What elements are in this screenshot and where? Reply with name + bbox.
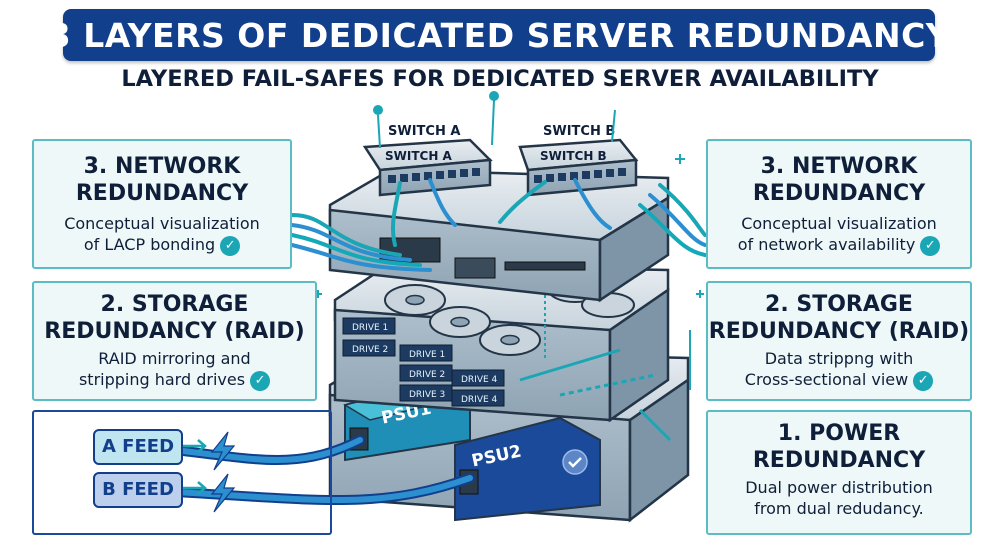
right-power-desc-2: from dual redudancy.	[754, 499, 924, 518]
drive-bay-label: DRIVE 2	[352, 345, 388, 355]
check-circle-icon: ✓	[913, 370, 934, 391]
check-circle-icon: ✓	[920, 235, 941, 256]
left-storage-heading-1: 2. STORAGE	[100, 292, 249, 317]
check-circle-icon: ✓	[250, 370, 271, 391]
right-network-heading-1: 3. NETWORK	[760, 154, 918, 179]
feed-arrows	[182, 439, 207, 495]
right-network-panel: 3. NETWORK REDUNDANCY Conceptual visuali…	[706, 139, 972, 269]
switch-b-face-label: SWITCH B	[540, 149, 607, 163]
check-circle-icon: ✓	[220, 235, 241, 256]
page-title: 3 LAYERS OF DEDICATED SERVER REDUNDANCY	[47, 15, 951, 55]
left-storage-heading-2: REDUNDANCY (RAID)	[44, 319, 305, 344]
left-network-desc-2: of LACP bonding	[83, 235, 216, 254]
switch-a: SWITCH A SWITCH A	[362, 124, 493, 197]
right-storage-heading-1: 2. STORAGE	[765, 292, 913, 317]
left-network-desc-1: Conceptual visualization	[64, 214, 260, 233]
title-banner: 3 LAYERS OF DEDICATED SERVER REDUNDANCY	[48, 9, 950, 61]
switch-b: SWITCH B SWITCH B	[518, 124, 639, 197]
drive-bays: DRIVE 1 DRIVE 2 DRIVE 1 DRIVE 2 DRIVE 3 …	[342, 317, 505, 407]
switch-b-label: SWITCH B	[543, 124, 615, 139]
switch-a-face-label: SWITCH A	[385, 149, 453, 163]
right-storage-heading-2: REDUNDANCY (RAID)	[708, 319, 970, 344]
left-network-heading-2: REDUNDANCY	[75, 181, 249, 206]
drive-bay-label: DRIVE 1	[352, 323, 388, 333]
right-network-desc-1: Conceptual visualization	[741, 214, 937, 233]
right-storage-panel: 2. STORAGE REDUNDANCY (RAID) Data stripp…	[706, 281, 972, 401]
a-feed-label: A FEED	[93, 429, 183, 465]
right-storage-desc-2: Cross-sectional view	[744, 370, 909, 389]
drive-bay-label: DRIVE 4	[461, 375, 498, 385]
right-power-heading-2: REDUNDANCY	[752, 448, 926, 473]
right-power-desc-1: Dual power distribution	[745, 478, 933, 497]
drive-bay-label: DRIVE 4	[461, 395, 498, 405]
right-power-panel: 1. POWER REDUNDANCY Dual power distribut…	[706, 410, 972, 535]
right-storage-desc-1: Data strippng with	[764, 349, 914, 368]
left-power-panel	[32, 410, 332, 535]
switch-a-label: SWITCH A	[388, 124, 460, 139]
right-network-heading-2: REDUNDANCY	[752, 181, 926, 206]
b-feed-label: B FEED	[93, 472, 183, 508]
drive-bay-label: DRIVE 3	[409, 390, 445, 400]
left-storage-desc-1: RAID mirroring and	[98, 349, 251, 368]
left-network-heading-1: 3. NETWORK	[83, 154, 241, 179]
lightning-bolt-icon	[210, 431, 236, 513]
left-storage-panel: 2. STORAGE REDUNDANCY (RAID) RAID mirror…	[32, 281, 317, 401]
page-subtitle: LAYERED FAIL-SAFES FOR DEDICATED SERVER …	[121, 66, 879, 92]
right-network-desc-2: of network availability	[737, 235, 916, 254]
data-flow-arrows	[519, 295, 672, 442]
hard-drive-platters	[384, 277, 635, 356]
drive-bay-label: DRIVE 1	[409, 350, 445, 360]
drive-bay-label: DRIVE 2	[409, 370, 445, 380]
right-power-heading-1: 1. POWER	[777, 421, 901, 446]
left-network-panel: 3. NETWORK REDUNDANCY Conceptual visuali…	[32, 139, 292, 269]
left-storage-desc-2: stripping hard drives	[78, 370, 246, 389]
network-cables	[290, 178, 707, 272]
psu2-check-icon	[562, 449, 588, 475]
